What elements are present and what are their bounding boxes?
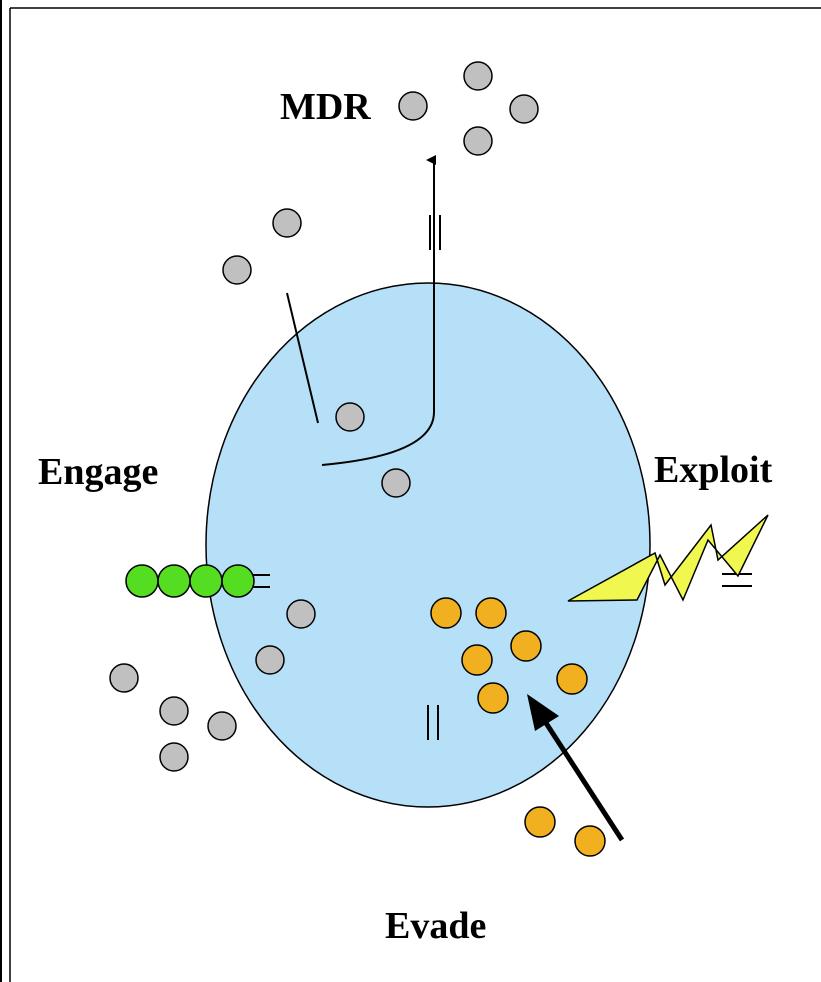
- drug-molecule: [207, 711, 237, 741]
- orange-molecule: [574, 825, 606, 857]
- cell-ellipse: [205, 282, 651, 808]
- orange-molecule: [475, 597, 507, 629]
- efflux-pump-curve: [321, 411, 435, 466]
- drug-molecule: [463, 61, 493, 91]
- drug-molecule: [222, 255, 252, 285]
- drug-molecule: [159, 742, 189, 772]
- orange-molecules: [430, 597, 606, 857]
- drug-molecule: [509, 94, 539, 124]
- lightning-bolt-icon: [567, 514, 769, 602]
- tick-marks-upper: [429, 215, 441, 250]
- drug-molecule: [159, 696, 189, 726]
- drug-molecule: [272, 208, 302, 238]
- drug-molecule: [381, 468, 411, 498]
- drug-molecules: [109, 61, 539, 772]
- membrane-channel-line: [286, 292, 319, 424]
- label-engage: Engage: [38, 451, 158, 493]
- drug-molecule: [335, 402, 365, 432]
- green-bead-chain: [125, 564, 270, 598]
- orange-molecule: [556, 663, 588, 695]
- orange-molecule: [430, 597, 462, 629]
- arrow-up-left-icon: [527, 694, 625, 842]
- drug-molecule: [109, 663, 139, 693]
- drug-molecule: [286, 599, 316, 629]
- tick-marks-lower: [427, 705, 439, 740]
- label-exploit: Exploit: [654, 449, 773, 491]
- label-evade: Evade: [385, 905, 486, 947]
- orange-molecule: [524, 806, 556, 838]
- orange-molecule: [510, 630, 542, 662]
- orange-molecule: [477, 682, 509, 714]
- drug-molecule: [463, 126, 493, 156]
- drug-molecule: [398, 91, 428, 121]
- drug-molecule: [255, 645, 285, 675]
- label-mdr: MDR: [280, 86, 371, 128]
- orange-molecule: [461, 644, 493, 676]
